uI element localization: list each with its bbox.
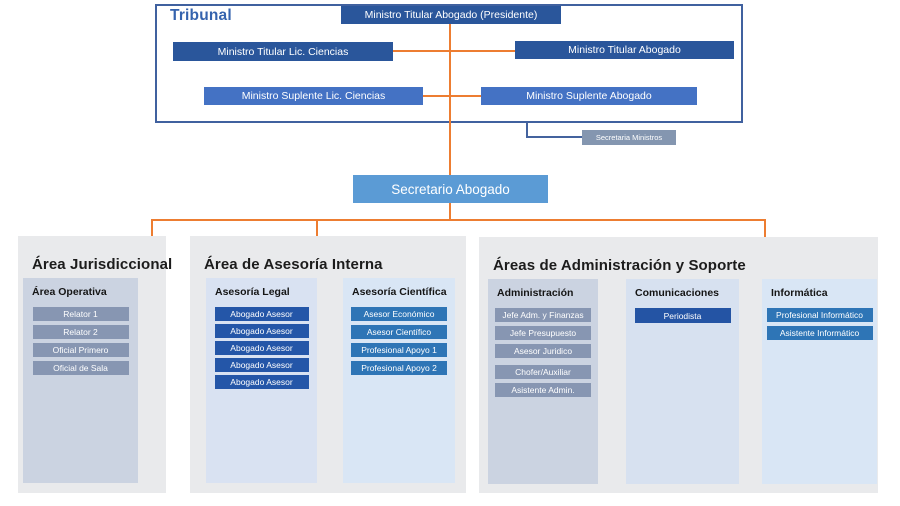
position-box: Asistente Admin. xyxy=(495,383,591,397)
node-ministro-titular-ciencias: Ministro Titular Lic. Ciencias xyxy=(173,42,393,61)
panel-title: Áreas de Administración y Soporte xyxy=(493,257,746,275)
position-box: Oficial Primero xyxy=(32,343,129,357)
connector-drop-area1 xyxy=(151,219,153,236)
connector-drop-area3 xyxy=(764,219,766,243)
position-box: Jefe Presupuesto xyxy=(495,326,591,340)
position-box: Abogado Asesor xyxy=(214,375,309,389)
node-ministro-suplente-ciencias: Ministro Suplente Lic. Ciencias xyxy=(204,87,423,105)
position-box: Relator 2 xyxy=(32,325,129,339)
node-secretaria-ministros: Secretaria Ministros xyxy=(582,130,676,145)
node-secretario-abogado: Secretario Abogado xyxy=(353,175,548,203)
position-box: Asesor Juridico xyxy=(495,344,591,358)
connector-secretaria-vertical xyxy=(526,122,528,137)
group-title: Comunicaciones xyxy=(635,287,720,299)
connector-secretaria-horizontal xyxy=(526,136,582,138)
connector-drop-area2 xyxy=(316,219,318,236)
panel-title: Área de Asesoría Interna xyxy=(204,256,383,274)
position-box: Periodista xyxy=(634,308,731,323)
position-box: Profesional Apoyo 2 xyxy=(351,361,447,375)
connector-areas-horizontal xyxy=(151,219,766,221)
position-box: Abogado Asesor xyxy=(214,307,309,321)
position-box: Relator 1 xyxy=(32,307,129,321)
group-title: Área Operativa xyxy=(32,286,107,298)
position-box: Chofer/Auxiliar xyxy=(495,365,591,379)
tribunal-title: Tribunal xyxy=(170,7,232,24)
position-box: Jefe Adm. y Finanzas xyxy=(495,308,591,322)
position-box: Asesor Económico xyxy=(351,307,447,321)
node-ministro-suplente-abogado: Ministro Suplente Abogado xyxy=(481,87,697,105)
connector-titulares xyxy=(392,50,515,52)
connector-suplentes xyxy=(423,95,481,97)
position-box: Profesional Apoyo 1 xyxy=(351,343,447,357)
position-box: Asistente Informático xyxy=(766,326,873,340)
position-box: Profesional Informático xyxy=(766,308,873,322)
group-title: Informática xyxy=(771,287,828,299)
position-box: Oficial de Sala xyxy=(32,361,129,375)
position-box: Asesor Científico xyxy=(351,325,447,339)
connector-secretario-to-areas xyxy=(449,202,451,220)
position-box: Abogado Asesor xyxy=(214,341,309,355)
node-ministro-presidente: Ministro Titular Abogado (Presidente) xyxy=(341,6,561,24)
group-title: Asesoría Legal xyxy=(215,286,290,298)
connector-president-to-secretario xyxy=(449,24,451,175)
node-ministro-titular-abogado: Ministro Titular Abogado xyxy=(515,41,734,59)
panel-title: Área Jurisdiccional xyxy=(32,256,173,274)
panel-areas-administracion-soporte: Áreas de Administración y Soporte Admini… xyxy=(479,237,878,493)
group-title: Asesoría Científica xyxy=(352,286,447,298)
position-box: Abogado Asesor xyxy=(214,358,309,372)
position-box: Abogado Asesor xyxy=(214,324,309,338)
group-title: Administración xyxy=(497,287,574,299)
